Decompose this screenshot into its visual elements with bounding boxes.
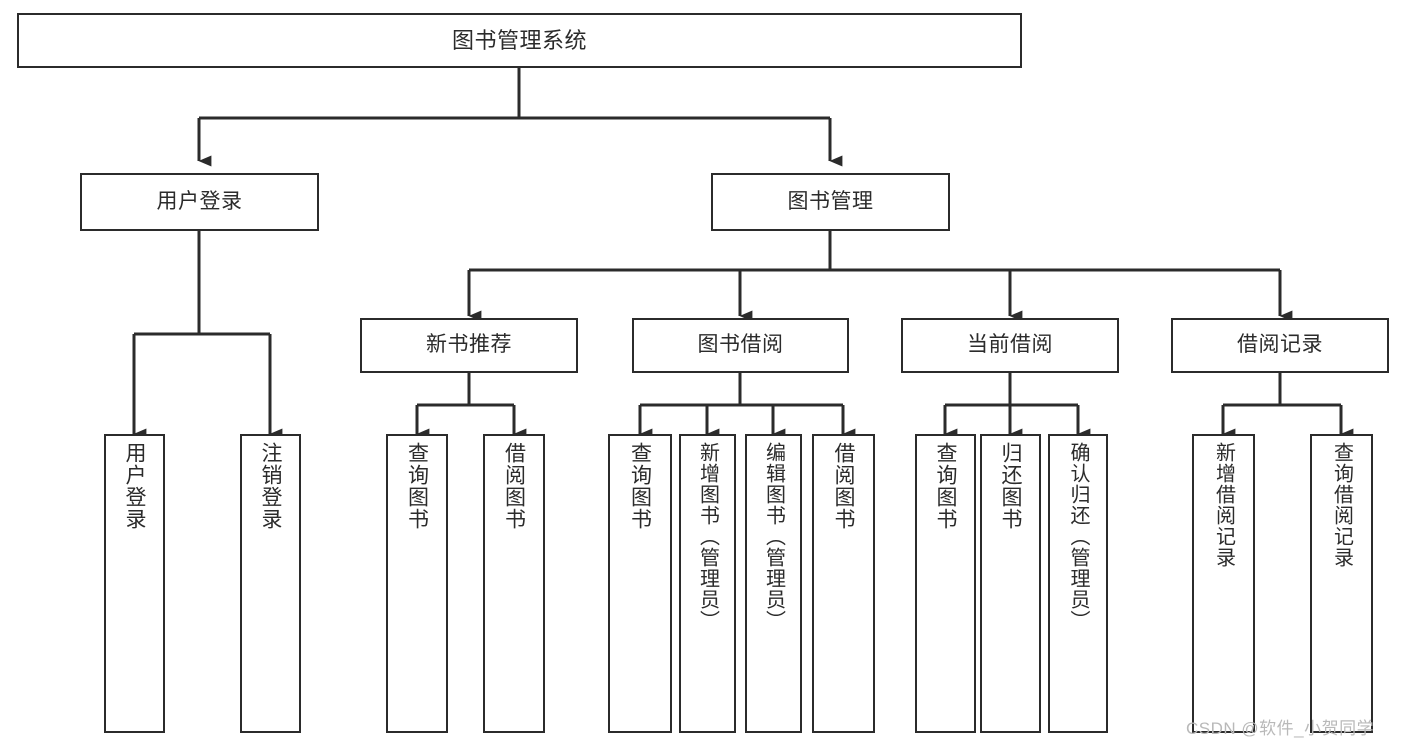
node-label: 查询图书 (628, 442, 652, 530)
node-borrow-record[interactable]: 借阅记录 (1171, 318, 1389, 373)
node-user-login[interactable]: 用户登录 (80, 173, 319, 231)
node-book-borrow[interactable]: 图书借阅 (632, 318, 849, 373)
node-root-book-management-system[interactable]: 图书管理系统 (17, 13, 1022, 68)
node-label: 确认归还（管理员） (1067, 442, 1089, 631)
node-new-book-recommend[interactable]: 新书推荐 (360, 318, 578, 373)
leaf-query-book-recommend[interactable]: 查询图书 (386, 434, 448, 733)
node-book-management[interactable]: 图书管理 (711, 173, 950, 231)
node-label: 归还图书 (999, 442, 1022, 530)
node-label: 注销登录 (259, 442, 282, 530)
node-label: 图书管理 (787, 189, 874, 213)
node-label: 图书管理系统 (451, 27, 587, 53)
node-label: 用户登录 (123, 442, 146, 530)
leaf-user-login[interactable]: 用户登录 (104, 434, 165, 733)
node-label: 查询借阅记录 (1330, 442, 1353, 568)
leaf-logout[interactable]: 注销登录 (240, 434, 301, 733)
csdn-watermark: CSDN @软件_小贺同学 (1186, 719, 1375, 738)
node-current-borrow[interactable]: 当前借阅 (901, 318, 1119, 373)
leaf-add-borrow-record[interactable]: 新增借阅记录 (1192, 434, 1255, 733)
node-label: 借阅图书 (832, 442, 855, 530)
node-label: 新增借阅记录 (1212, 442, 1235, 568)
leaf-return-book[interactable]: 归还图书 (980, 434, 1041, 733)
leaf-add-book-admin[interactable]: 新增图书（管理员） (679, 434, 736, 733)
node-label: 查询图书 (405, 442, 429, 530)
leaf-query-book-borrow[interactable]: 查询图书 (608, 434, 672, 733)
node-label: 图书借阅 (697, 333, 784, 357)
leaf-query-book-current[interactable]: 查询图书 (915, 434, 976, 733)
leaf-borrow-book[interactable]: 借阅图书 (812, 434, 875, 733)
node-label: 借阅图书 (502, 442, 526, 530)
node-label: 新书推荐 (426, 333, 512, 357)
node-label: 新增图书（管理员） (696, 442, 719, 631)
node-label: 用户登录 (156, 189, 243, 213)
node-label: 编辑图书（管理员） (762, 442, 785, 631)
node-label: 借阅记录 (1237, 333, 1323, 357)
node-label: 当前借阅 (967, 333, 1053, 357)
leaf-borrow-book-recommend[interactable]: 借阅图书 (483, 434, 545, 733)
node-label: 查询图书 (934, 442, 957, 530)
leaf-query-borrow-record[interactable]: 查询借阅记录 (1310, 434, 1373, 733)
leaf-confirm-return-admin[interactable]: 确认归还（管理员） (1048, 434, 1108, 733)
leaf-edit-book-admin[interactable]: 编辑图书（管理员） (745, 434, 802, 733)
